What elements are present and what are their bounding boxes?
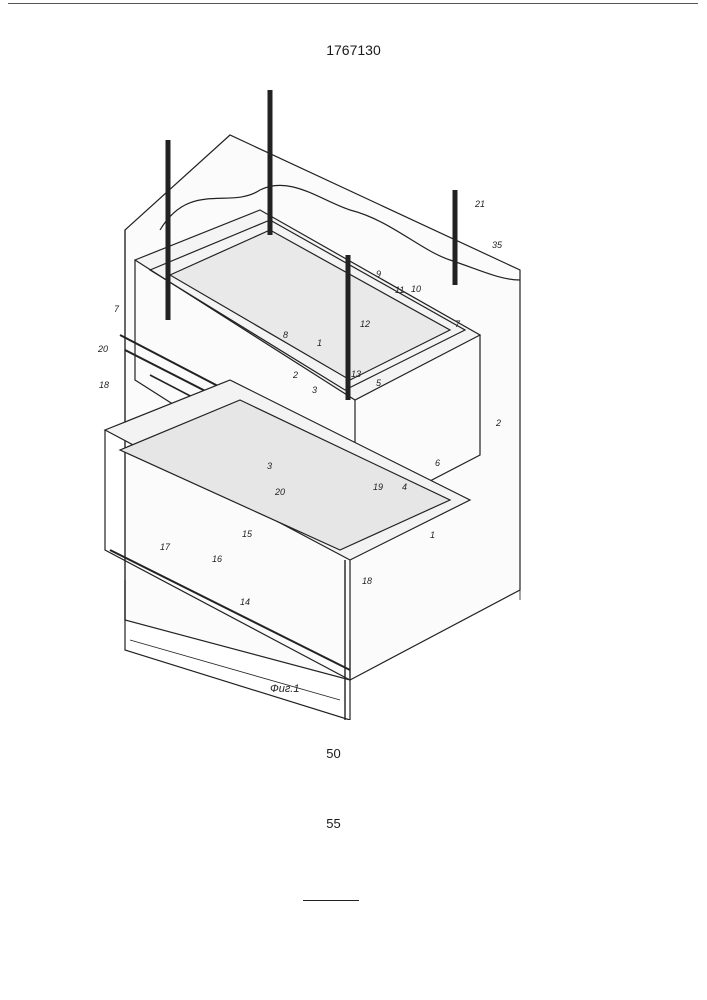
part-label: 20 xyxy=(97,344,108,354)
part-label: 35 xyxy=(492,240,503,250)
top-rule xyxy=(8,3,698,4)
margin-line-number-50: 50 xyxy=(0,746,667,761)
part-label: 7 xyxy=(114,304,120,314)
part-label: 17 xyxy=(160,542,171,552)
bottom-rule xyxy=(303,900,359,901)
part-label: 18 xyxy=(362,576,372,586)
part-label: 21 xyxy=(474,199,485,209)
figure-caption: Фиг.1 xyxy=(270,683,299,695)
part-label: 18 xyxy=(99,380,109,390)
part-label: 11 xyxy=(395,285,404,295)
part-label: 2 xyxy=(495,418,501,428)
part-label: 20 xyxy=(274,487,285,497)
part-label: 4 xyxy=(402,482,407,492)
part-label: 16 xyxy=(212,554,222,564)
part-label: 15 xyxy=(242,529,253,539)
part-label: 9 xyxy=(376,269,381,279)
part-label: 10 xyxy=(411,284,421,294)
patent-figure: 7 7 8 9 10 11 12 13 1 2 3 2 5 6 3 4 19 2… xyxy=(90,80,550,720)
part-label: 8 xyxy=(283,330,288,340)
apparatus-drawing: 7 7 8 9 10 11 12 13 1 2 3 2 5 6 3 4 19 2… xyxy=(90,80,550,720)
part-label: 1 xyxy=(430,530,435,540)
part-label: 3 xyxy=(267,461,272,471)
part-label: 12 xyxy=(360,319,370,329)
part-label: 6 xyxy=(435,458,440,468)
part-label: 3 xyxy=(312,385,317,395)
part-label: 1 xyxy=(317,338,322,348)
patent-number: 1767130 xyxy=(0,42,707,58)
margin-line-number-55: 55 xyxy=(0,816,667,831)
part-label: 19 xyxy=(373,482,383,492)
part-label: 13 xyxy=(351,369,361,379)
part-label: 14 xyxy=(240,597,250,607)
part-label: 2 xyxy=(292,370,298,380)
